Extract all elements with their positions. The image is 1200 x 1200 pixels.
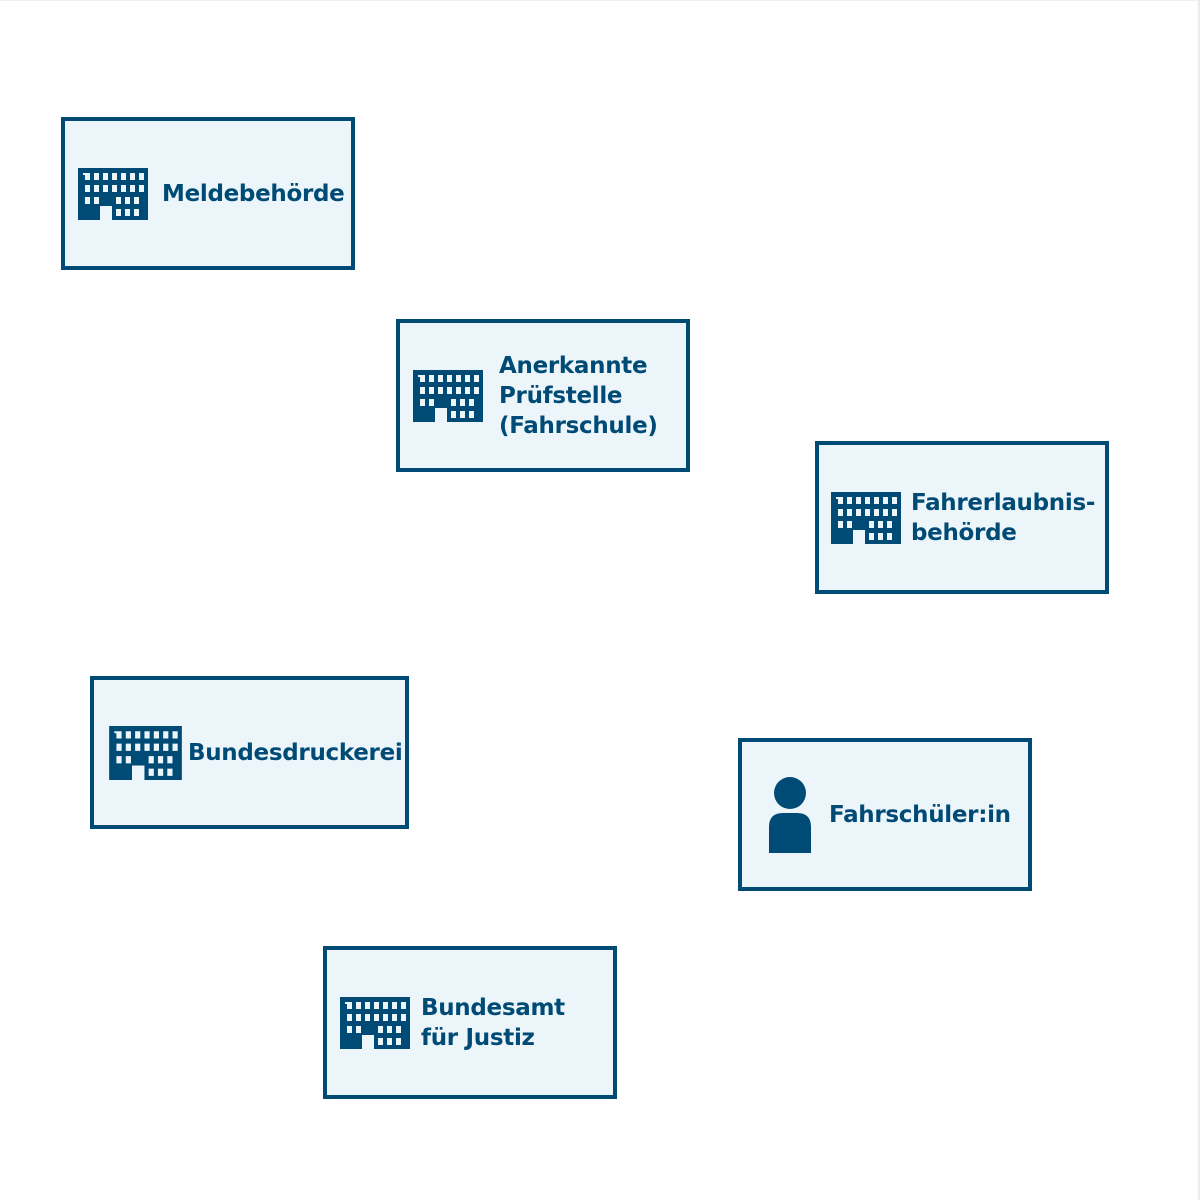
node-label: Bundesdruckerei (188, 739, 403, 766)
building-icon (413, 369, 483, 422)
building-icon (831, 491, 901, 544)
node-label: Fahrschüler:in (829, 801, 1011, 828)
node-pruefstelle: Anerkannte Prüfstelle (Fahrschule) (396, 319, 690, 472)
building-icon (109, 725, 182, 780)
right-edge-line (1198, 0, 1200, 1200)
person-icon (769, 776, 811, 853)
node-label: Fahrerlaubnis- behörde (911, 489, 1096, 546)
node-bundesamt-justiz: Bundesamt für Justiz (323, 946, 617, 1099)
building-icon (340, 996, 410, 1049)
node-fahrschueler: Fahrschüler:in (738, 738, 1032, 891)
node-label: Bundesamt für Justiz (421, 994, 565, 1051)
node-meldebehoerde: Meldebehörde (61, 117, 355, 270)
node-fahrerlaubnisbehoerde: Fahrerlaubnis- behörde (815, 441, 1109, 594)
node-label: Meldebehörde (162, 180, 345, 207)
building-icon (78, 167, 148, 220)
node-label: Anerkannte Prüfstelle (Fahrschule) (499, 352, 658, 439)
top-edge-line (0, 0, 1200, 1)
node-bundesdruckerei: Bundesdruckerei (90, 676, 409, 829)
